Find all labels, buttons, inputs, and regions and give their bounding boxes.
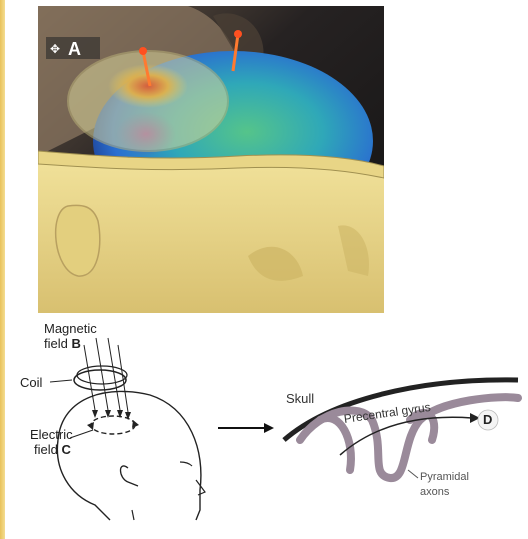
axons-label: axons bbox=[420, 485, 449, 499]
eye-outline bbox=[180, 462, 192, 466]
magnetic-field-label-line2: field bbox=[44, 336, 68, 351]
label-c: C bbox=[61, 442, 70, 457]
skull-label: Skull bbox=[286, 392, 314, 406]
electric-field-label-line2: field bbox=[34, 442, 58, 457]
magnetic-field-label-line2-wrap: field B bbox=[44, 337, 81, 351]
electric-field-loop bbox=[91, 416, 135, 434]
magnetic-field-line bbox=[84, 345, 95, 410]
magnetic-field-label-line1: Magnetic bbox=[44, 321, 97, 336]
electric-field-label-line1: Electric bbox=[30, 427, 73, 442]
label-b: B bbox=[71, 336, 80, 351]
electric-field-label: Electric bbox=[30, 428, 73, 442]
head-outline bbox=[58, 391, 201, 520]
pyramidal-label: Pyramidal bbox=[420, 470, 469, 484]
label-d: D bbox=[483, 412, 492, 427]
magnetic-field-label: Magnetic bbox=[44, 322, 97, 336]
electric-field-label-line2-wrap: field C bbox=[34, 443, 71, 457]
coil-label: Coil bbox=[20, 376, 42, 390]
ear-outline bbox=[121, 466, 139, 486]
